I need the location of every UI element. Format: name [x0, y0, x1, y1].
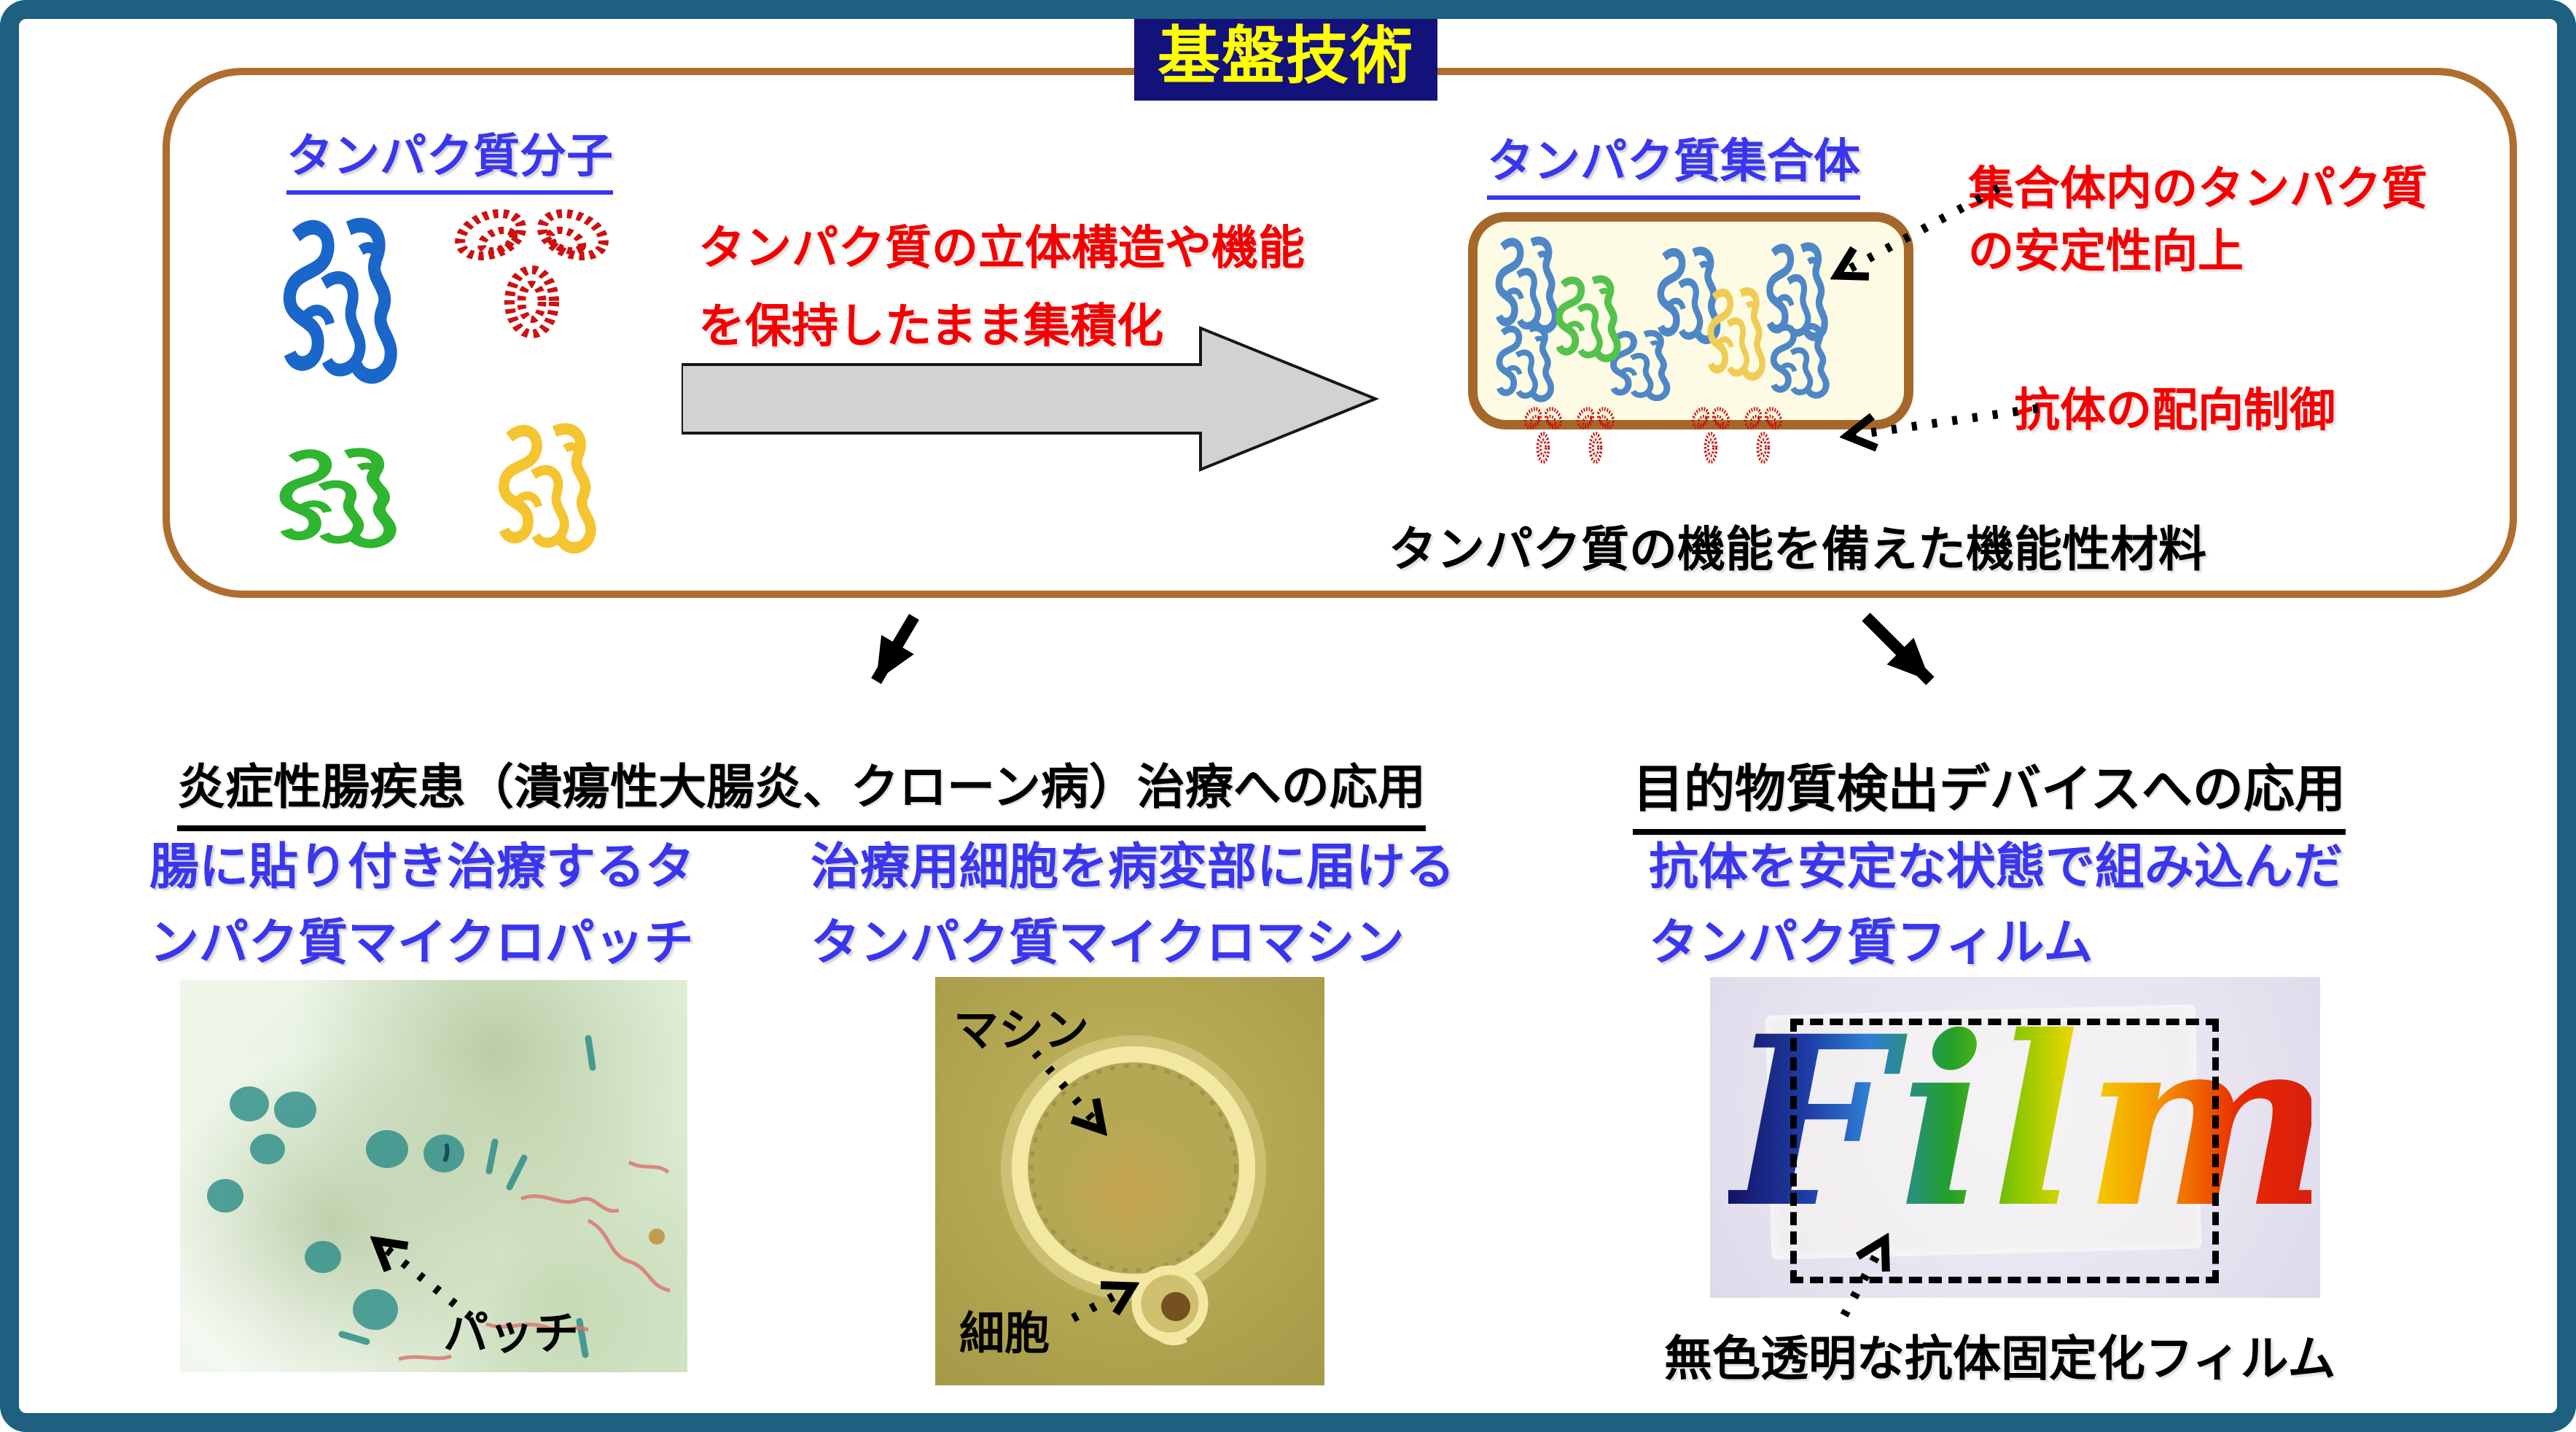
right-application-heading: 目的物質検出デバイスへの応用 [1633, 748, 2346, 835]
packed-protein-yellow-icon [1700, 283, 1779, 386]
page-title: 基盤技術 [1134, 12, 1437, 101]
process-description: タンパク質の立体構造や機能 を保持したまま集積化 [698, 210, 1305, 366]
stability-note: 集合体内のタンパク質 の安定性向上 [1968, 157, 2427, 283]
film-description-line-1: 抗体を安定な状態で組み込んだ [1649, 838, 2343, 896]
protein-structure-green-icon [264, 443, 423, 554]
process-line-1: タンパク質の立体構造や機能 [698, 222, 1305, 276]
film-dashed-outline [1790, 1019, 2219, 1283]
transform-arrow-icon [682, 326, 1380, 472]
molecules-label: タンパク質分子 [286, 119, 613, 195]
machine-description-line-1: 治療用細胞を病変部に届ける [811, 838, 1456, 896]
photo-film: Film [1710, 977, 2320, 1298]
right-application-arrow [1862, 612, 1935, 685]
film-description-line-2: タンパク質フィルム [1649, 914, 2093, 972]
patch-photo-label: パッチ [443, 1307, 579, 1360]
left-application-arrow [871, 613, 919, 685]
patch-description-line-2: ンパク質マイクロパッチ [149, 914, 694, 972]
patch-description: 腸に貼り付き治療するタ ンパク質マイクロパッチ [149, 830, 695, 981]
machine-photo-label: マシン [953, 1003, 1090, 1057]
machine-description: 治療用細胞を病変部に届ける タンパク質マイクロマシン [811, 830, 1455, 981]
oriented-antibodies-icon [1522, 405, 1618, 470]
assembly-label: タンパク質集合体 [1487, 124, 1860, 200]
left-application-heading: 炎症性腸疾患（潰瘍性大腸炎、クローン病）治療への応用 [177, 748, 1426, 831]
packed-protein-green-icon [1547, 271, 1636, 367]
orientation-note: 抗体の配向制御 [2014, 384, 2335, 437]
film-description: 抗体を安定な状態で組み込んだ タンパク質フィルム [1649, 830, 2343, 981]
machine-description-line-2: タンパク質マイクロマシン [811, 914, 1405, 972]
material-caption: タンパク質の機能を備えた機能性材料 [1389, 521, 2206, 577]
process-line-2: を保持したまま集積化 [698, 300, 1164, 354]
protein-structure-yellow-icon [485, 417, 618, 561]
intestine-photo-art [207, 1035, 671, 1361]
stability-note-line-1: 集合体内のタンパク質 [1968, 162, 2427, 215]
patch-description-line-1: 腸に貼り付き治療するタ [149, 838, 695, 896]
oriented-antibodies-icon [1690, 405, 1786, 470]
film-rainbow-text: Film [1728, 1006, 2320, 1283]
stability-note-line-2: の安定性向上 [1968, 225, 2244, 278]
cell-photo-label: 細胞 [959, 1307, 1050, 1360]
antibody-structure-red-icon [446, 206, 617, 351]
film-caption: 無色透明な抗体固定化フィルム [1664, 1331, 2336, 1387]
photo-intestine [180, 980, 687, 1372]
protein-structure-blue-icon [268, 210, 423, 394]
